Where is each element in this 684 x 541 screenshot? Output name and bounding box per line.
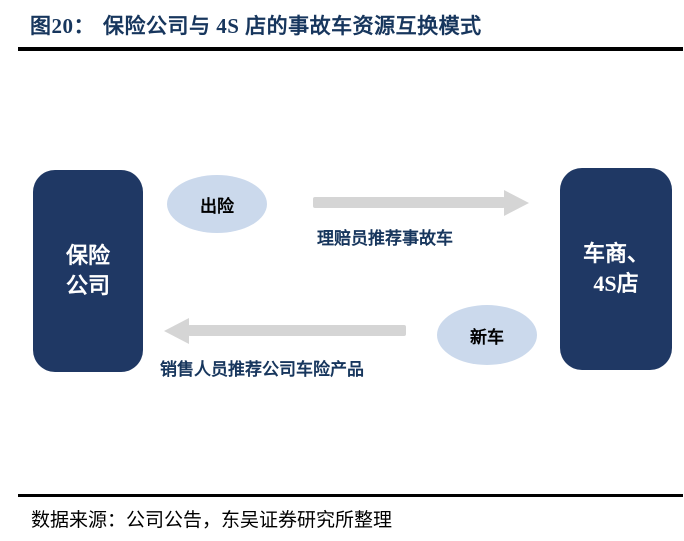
right-arrow-label: 理赔员推荐事故车 [317,229,453,248]
bottom-divider [18,494,683,497]
figure-title: 图20： 保险公司与 4S 店的事故车资源互换模式 [30,10,482,40]
figure-number-label: 图20： [30,14,95,38]
insurance-company-box: 保险 公司 [33,170,143,372]
new-car-ellipse: 新车 [437,305,537,365]
left-arrow-head-icon [164,318,189,344]
top-divider [18,47,683,51]
dealer-4s-store-line1: 车商、 [582,241,649,266]
accident-occurs-ellipse: 出险 [167,175,267,233]
dealer-4s-store-box: 车商、 4S店 [560,168,672,370]
left-arrow-label: 销售人员推荐公司车险产品 [160,360,364,379]
left-arrow-body [188,325,406,336]
dealer-4s-store-line2: 4S店 [593,271,639,296]
right-arrow-head-icon [504,190,529,216]
data-source-text: 数据来源：公司公告，东吴证券研究所整理 [31,510,393,531]
insurance-company-line2: 公司 [65,273,110,298]
right-arrow-body [313,197,505,208]
figure-title-text: 保险公司与 4S 店的事故车资源互换模式 [103,14,482,38]
insurance-company-line1: 保险 [65,243,110,268]
